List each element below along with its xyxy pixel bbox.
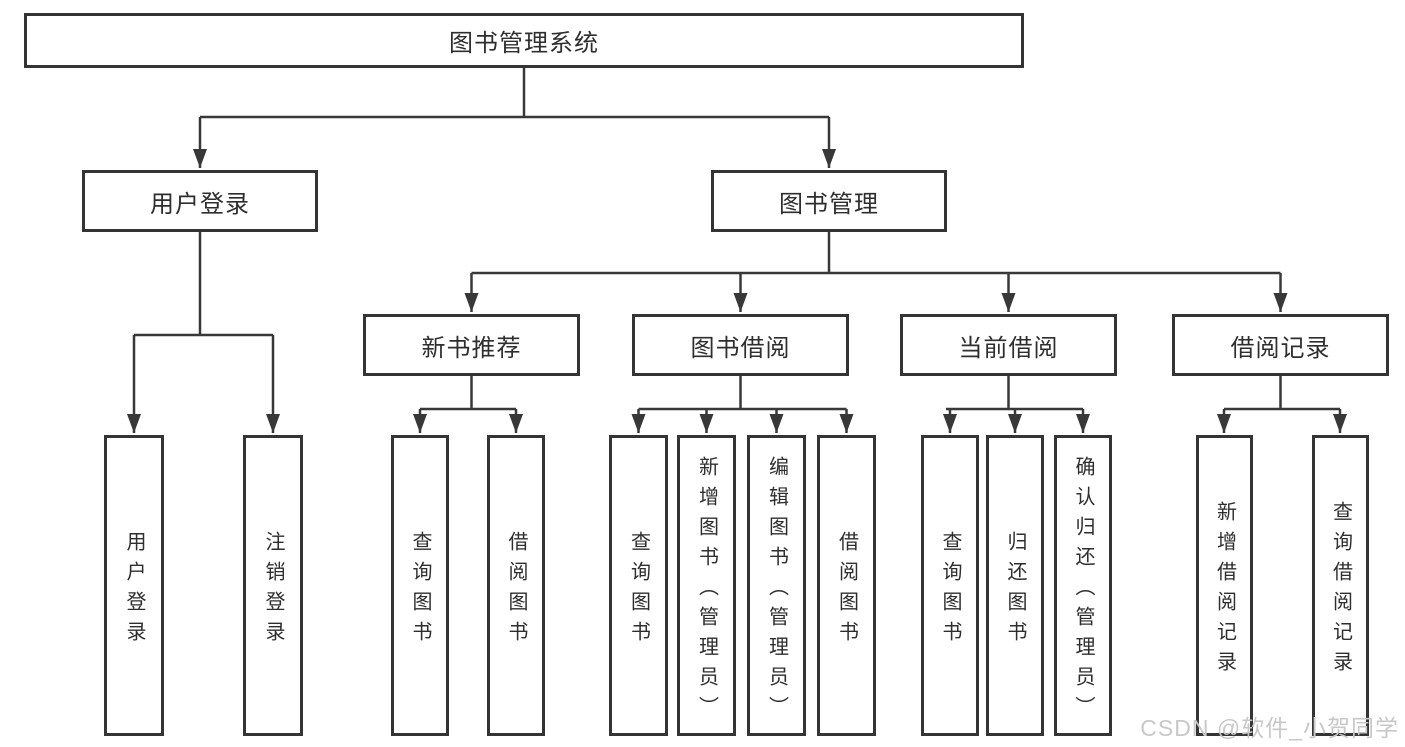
node-user-login: 用户登录: [82, 170, 318, 232]
node-current-borrow: 当前借阅: [900, 314, 1117, 376]
connector-book-borrow: [631, 376, 854, 433]
leaf-return-books: 归还图书: [986, 435, 1044, 736]
connector-user-login: [127, 232, 280, 433]
leaf-query-borrow-record: 查询借阅记录: [1312, 435, 1369, 736]
leaf-recommend-borrow-books: 借阅图书: [487, 435, 545, 736]
node-book-management: 图书管理: [711, 170, 947, 232]
node-borrow-records: 借阅记录: [1172, 314, 1389, 376]
connector-new-book-recommend: [413, 376, 523, 433]
leaf-borrow-books: 借阅图书: [817, 435, 876, 736]
leaf-logout: 注销登录: [243, 435, 303, 736]
leaf-user-login: 用户登录: [104, 435, 164, 736]
connector-borrow-records: [1217, 376, 1347, 433]
node-root-system: 图书管理系统: [24, 13, 1024, 68]
node-book-borrow: 图书借阅: [632, 314, 849, 376]
leaf-add-borrow-record: 新增借阅记录: [1196, 435, 1253, 736]
leaf-confirm-return-admin: 确认归还（管理员）: [1054, 435, 1112, 736]
connector-current-borrow: [943, 376, 1090, 433]
leaf-borrow-query-books: 查询图书: [609, 435, 668, 736]
node-new-book-recommend: 新书推荐: [363, 314, 580, 376]
leaf-recommend-query-books: 查询图书: [391, 435, 449, 736]
leaf-add-books-admin: 新增图书（管理员）: [677, 435, 736, 736]
connector-root: [193, 68, 836, 168]
csdn-watermark: CSDN @软件_小贺同学: [1140, 715, 1399, 741]
leaf-current-query-books: 查询图书: [921, 435, 979, 736]
leaf-edit-books-admin: 编辑图书（管理员）: [747, 435, 806, 736]
connector-book-management: [464, 232, 1288, 312]
